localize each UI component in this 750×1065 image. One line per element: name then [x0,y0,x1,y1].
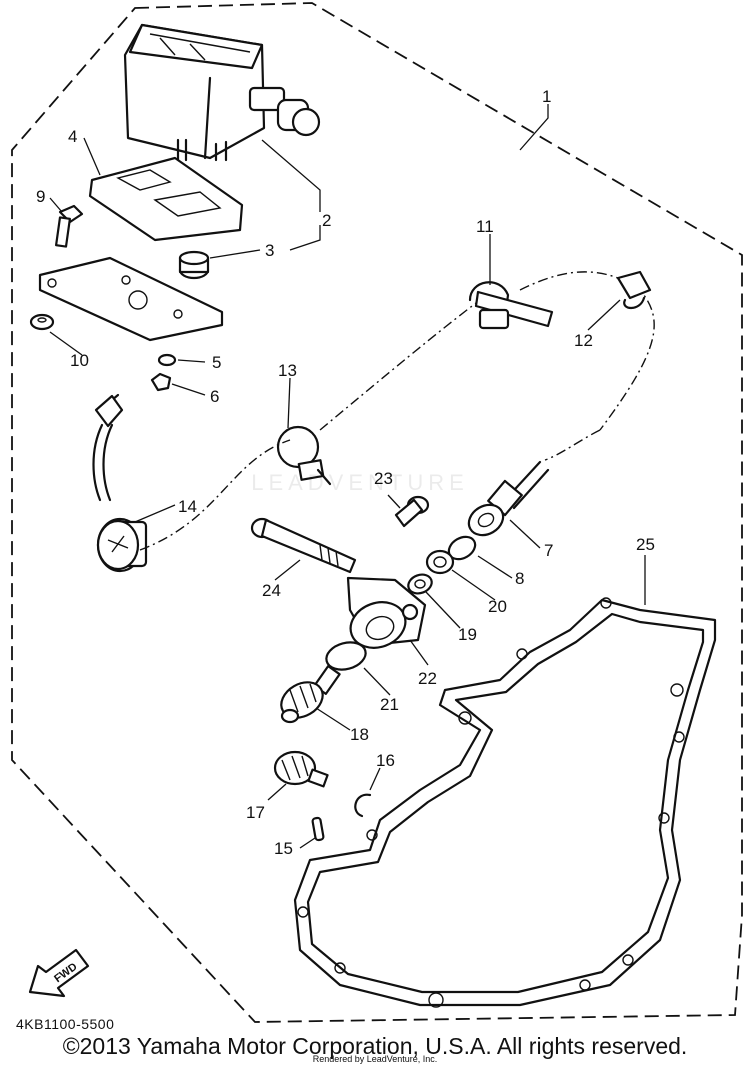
callout-7: 7 [544,541,553,560]
callout-3: 3 [265,241,274,260]
meter-plate [38,256,224,342]
watermark-text: LEADVENTURE [251,470,469,495]
cable-band [468,281,554,330]
watermark: LEADVENTURE [210,470,510,496]
grommet [178,250,210,280]
driven-gear-18 [280,665,341,724]
callout-18: 18 [350,725,369,744]
callout-4: 4 [68,127,77,146]
callout-19: 19 [458,625,477,644]
bolt [55,204,84,248]
callout-23: 23 [374,469,393,488]
washer-19 [407,573,433,595]
screw-23 [394,495,430,528]
callout-15: 15 [274,839,293,858]
meter-bracket [88,156,244,242]
long-bolt-24 [250,517,357,574]
callout-14: 14 [178,497,197,516]
nut-10 [29,313,55,331]
meter-cable [92,271,655,573]
callouts: 1 2 3 4 5 6 7 8 9 10 11 12 13 14 15 16 1… [36,87,655,858]
clamp-12 [616,270,652,310]
callout-9: 9 [36,187,45,206]
fwd-arrow: FWD [28,948,90,998]
cover-gasket [293,597,717,1008]
assembly-boundary [11,2,743,1023]
callout-25: 25 [636,535,655,554]
clamp-13 [276,425,332,486]
callout-11: 11 [476,217,494,236]
callout-2: 2 [322,211,331,230]
o-ring-21 [325,641,367,671]
leader-lines [49,104,646,849]
washer [157,353,177,367]
part-code: 4KB1100-5500 [16,1016,115,1032]
callout-12: 12 [574,331,593,350]
callout-21: 21 [380,695,399,714]
callout-1: 1 [542,87,551,106]
callout-20: 20 [488,597,507,616]
callout-22: 22 [418,669,437,688]
callout-17: 17 [246,803,265,822]
callout-10: 10 [70,351,89,370]
nut-6 [150,372,172,392]
drive-gear-shaft [467,460,550,537]
callout-8: 8 [515,569,524,588]
circlip-16 [354,793,372,818]
gear-housing [346,576,427,649]
meter-assembly [123,23,321,162]
oil-seal [425,549,455,575]
callout-6: 6 [210,387,219,406]
callout-16: 16 [376,751,395,770]
pin-15 [311,816,325,842]
rendered-by-notice: Rendered by LeadVenture, Inc. [312,1054,438,1064]
callout-5: 5 [212,353,221,372]
copyright-notice: ©2013 Yamaha Motor Corporation, U.S.A. A… [62,1033,688,1059]
callout-13: 13 [278,361,297,380]
gear-17 [273,750,329,788]
callout-24: 24 [262,581,281,600]
